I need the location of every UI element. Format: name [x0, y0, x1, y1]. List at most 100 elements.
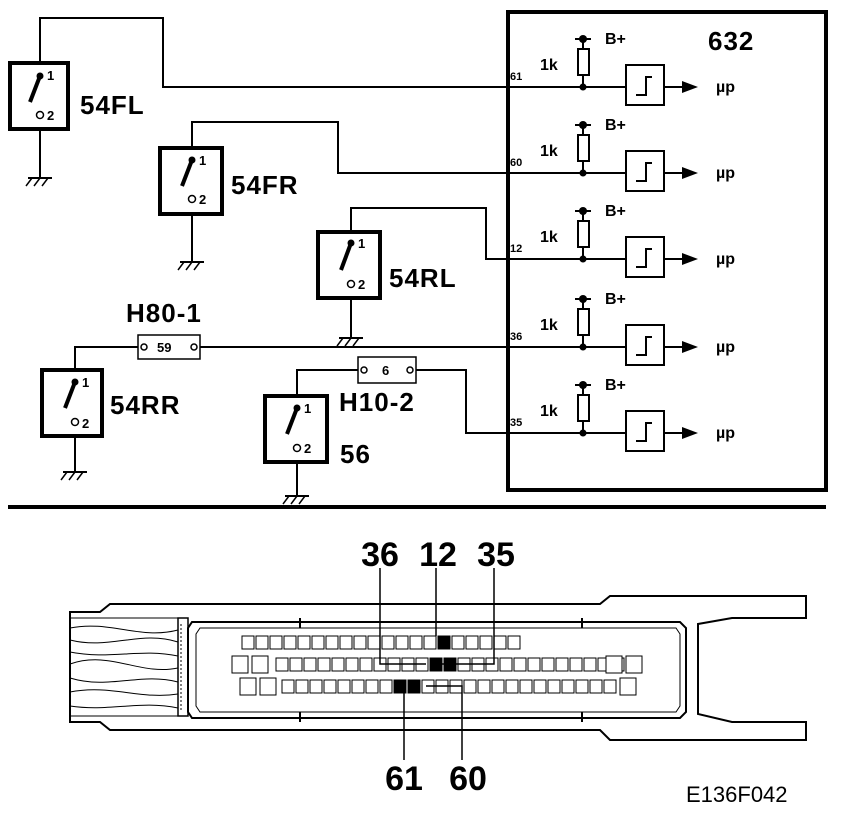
module-pin-number: 60	[510, 157, 522, 169]
pin	[619, 677, 637, 696]
module-pin-number: 61	[510, 71, 522, 83]
pin	[605, 655, 623, 674]
pin	[451, 635, 465, 650]
resistor	[577, 220, 590, 248]
switch-pin2: 2	[358, 277, 365, 292]
resistor-value: 1k	[540, 317, 558, 334]
resistor-value: 1k	[540, 57, 558, 74]
pin	[493, 635, 507, 650]
pin	[499, 657, 513, 672]
resistor	[577, 394, 590, 422]
pin	[295, 679, 309, 694]
pin	[479, 635, 493, 650]
plug-pin-label-35: 35	[477, 536, 515, 574]
resistor-value: 1k	[540, 143, 558, 160]
pin	[491, 679, 505, 694]
pin	[589, 679, 603, 694]
resistor	[577, 48, 590, 76]
module-label: 632	[708, 26, 754, 56]
pin	[317, 657, 331, 672]
pin	[303, 657, 317, 672]
pin	[575, 679, 589, 694]
resistor-value: 1k	[540, 229, 558, 246]
output-arrow	[682, 341, 698, 353]
pin	[297, 635, 311, 650]
pin	[331, 657, 345, 672]
pin	[337, 679, 351, 694]
resistor	[577, 308, 590, 336]
pin	[345, 657, 359, 672]
output-label: µp	[716, 251, 735, 268]
connector-label: H10-2	[339, 387, 415, 417]
pin	[409, 635, 423, 650]
highlighted-pin	[407, 679, 421, 694]
highlighted-pin	[437, 635, 451, 650]
switch-pin1: 1	[47, 68, 54, 83]
output-arrow	[682, 427, 698, 439]
pin	[231, 655, 249, 674]
connector-H10-2: 6 H10-2	[339, 356, 417, 417]
pin	[359, 657, 373, 672]
output-label: µp	[716, 339, 735, 356]
pin	[339, 635, 353, 650]
pin	[583, 657, 597, 672]
switch-pin2: 2	[82, 416, 89, 431]
figure-code: E136F042	[686, 782, 788, 807]
supply-label: B+	[605, 31, 626, 48]
cable-bundle	[69, 617, 189, 717]
supply-label: B+	[605, 377, 626, 394]
module-pin-number: 36	[510, 331, 522, 343]
pin	[569, 657, 583, 672]
module-pin-number: 12	[510, 243, 522, 255]
switch-54RL: 1 2 54RL	[316, 230, 457, 300]
supply-label: B+	[605, 203, 626, 220]
switch-pin1: 1	[199, 153, 206, 168]
pin	[309, 679, 323, 694]
switch-label: 54RL	[389, 263, 457, 293]
pin	[603, 679, 617, 694]
pin	[561, 679, 575, 694]
connector-H80-1: H80-1 59	[126, 298, 202, 360]
pin	[423, 635, 437, 650]
pin	[269, 635, 283, 650]
ground-icon	[177, 214, 204, 271]
switch-54FL: 1 2 54FL	[8, 61, 145, 131]
pin	[527, 657, 541, 672]
switch-pin2: 2	[199, 192, 206, 207]
switch-pin1: 1	[358, 236, 365, 251]
switch-label: 54FL	[80, 90, 145, 120]
pin	[275, 657, 289, 672]
input-channel-12: B+ 1k 12 µp	[510, 203, 735, 278]
ecu-connector-plug	[69, 568, 807, 760]
pin	[519, 679, 533, 694]
connector-label: H80-1	[126, 298, 202, 328]
pin	[367, 635, 381, 650]
pin	[351, 679, 365, 694]
plug-pin-label-12: 12	[419, 536, 457, 574]
ground-symbols	[25, 129, 363, 505]
switch-pin1: 1	[82, 375, 89, 390]
pin	[325, 635, 339, 650]
module-632: 632	[506, 10, 828, 492]
output-arrow	[682, 81, 698, 93]
switch-pin2: 2	[47, 108, 54, 123]
pin	[507, 635, 521, 650]
schmitt-trigger	[625, 236, 665, 278]
pin	[555, 657, 569, 672]
switch-label: 54FR	[231, 170, 299, 200]
wires	[39, 17, 583, 434]
pin	[283, 635, 297, 650]
connector-pin: 59	[157, 340, 171, 355]
ground-icon	[336, 298, 363, 347]
connector-pin: 6	[382, 363, 389, 378]
output-arrow	[682, 253, 698, 265]
pin	[477, 679, 491, 694]
pin	[259, 677, 277, 696]
output-label: µp	[716, 425, 735, 442]
highlighted-pin	[393, 679, 407, 694]
